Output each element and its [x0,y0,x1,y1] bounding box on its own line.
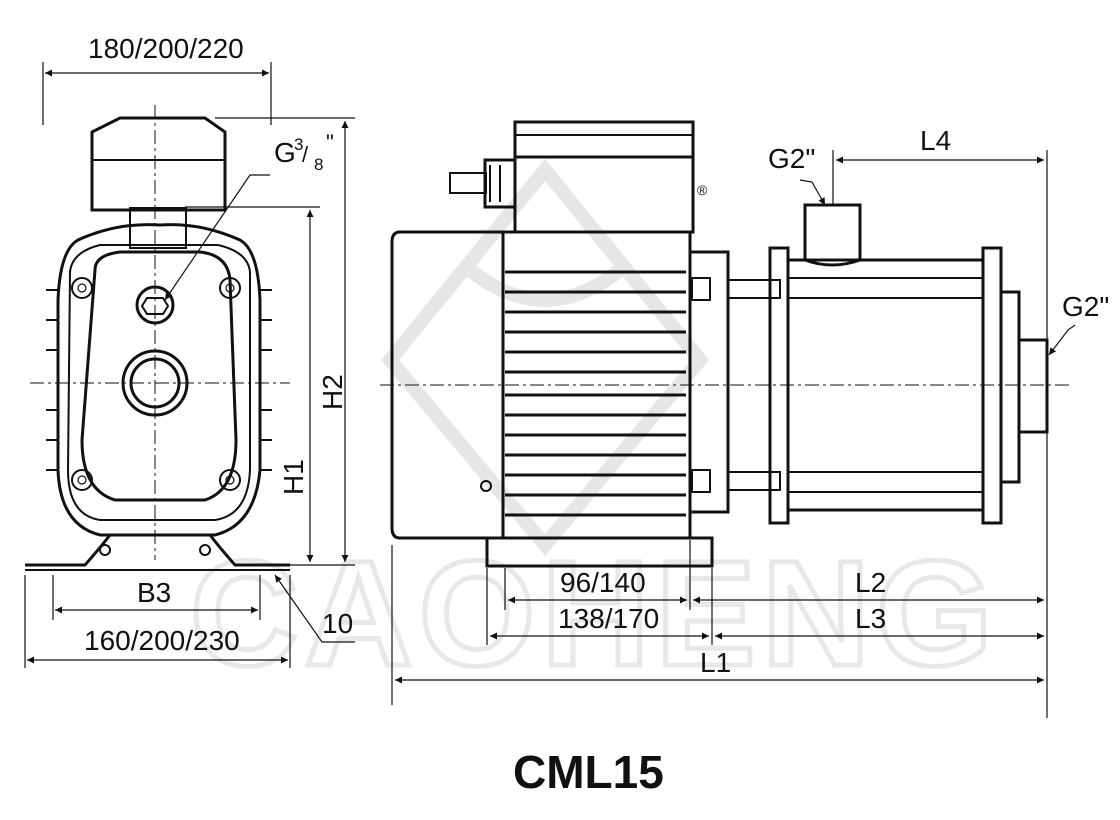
watermark: CAOHENG [188,158,999,700]
side-view [380,120,1076,718]
flange-bolt-bottom [691,469,711,493]
motor-flange [688,250,730,514]
tie-rod-bottom [727,471,781,491]
side-fins [46,289,272,471]
fan-cover [390,230,505,540]
front-view [24,62,355,668]
watermark-logo-swoosh [465,264,625,307]
label-g2-side: G2" [1062,291,1109,322]
tie-rod-top [727,279,781,299]
leader-g38 [164,174,270,301]
bolt-icon [71,277,241,491]
pump-head-plate [80,250,238,502]
motor-inner-outline [66,244,251,521]
label-96-140: 96/140 [560,567,646,598]
watermark-logo-icon [380,158,710,556]
label-l3: L3 [855,603,886,634]
terminal-box [90,116,227,212]
inlet-g2-side [1017,338,1049,434]
leader-10 [274,574,355,643]
g38-sub: 8 [314,155,323,174]
label-g38: G 3 / 8 " [274,130,334,174]
inlet-collar [999,290,1021,484]
label-h1: H1 [278,459,309,495]
motor-end-cover [56,223,262,537]
g38-base: G [274,137,296,168]
terminal-neck [129,207,187,249]
cable-sheath [449,172,487,194]
terminal-box-lid [513,120,695,159]
registered-mark: ® [697,182,708,198]
outlet-g2-top [803,203,862,267]
flange-bolt-top [691,277,711,301]
leader-g2-top [799,179,826,206]
g38-quote: " [326,130,334,155]
fan-cover-screw-icon [480,480,492,492]
label-l2: L2 [855,567,886,598]
base-foot-outline [25,533,290,567]
leader-g2-side [1048,324,1076,356]
foot-bolt-icon [99,544,211,556]
label-h2: H2 [317,374,348,410]
g38-slash: / [302,142,309,167]
cooling-fins [505,270,686,517]
label-b3: B3 [137,577,171,608]
plug-hex [140,297,170,315]
g38-sup: 3 [294,135,303,154]
label-l4: L4 [920,125,951,156]
label-width-top: 180/200/220 [88,33,244,64]
label-width-bottom: 160/200/230 [84,625,240,656]
label-g2-top: G2" [768,143,815,174]
label-10: 10 [322,608,353,639]
watermark-text: CAOHENG [190,529,999,697]
label-l1: L1 [700,647,731,678]
motor-base [485,536,714,568]
model-title: CML15 [513,746,664,798]
label-138-170: 138/170 [558,603,659,634]
